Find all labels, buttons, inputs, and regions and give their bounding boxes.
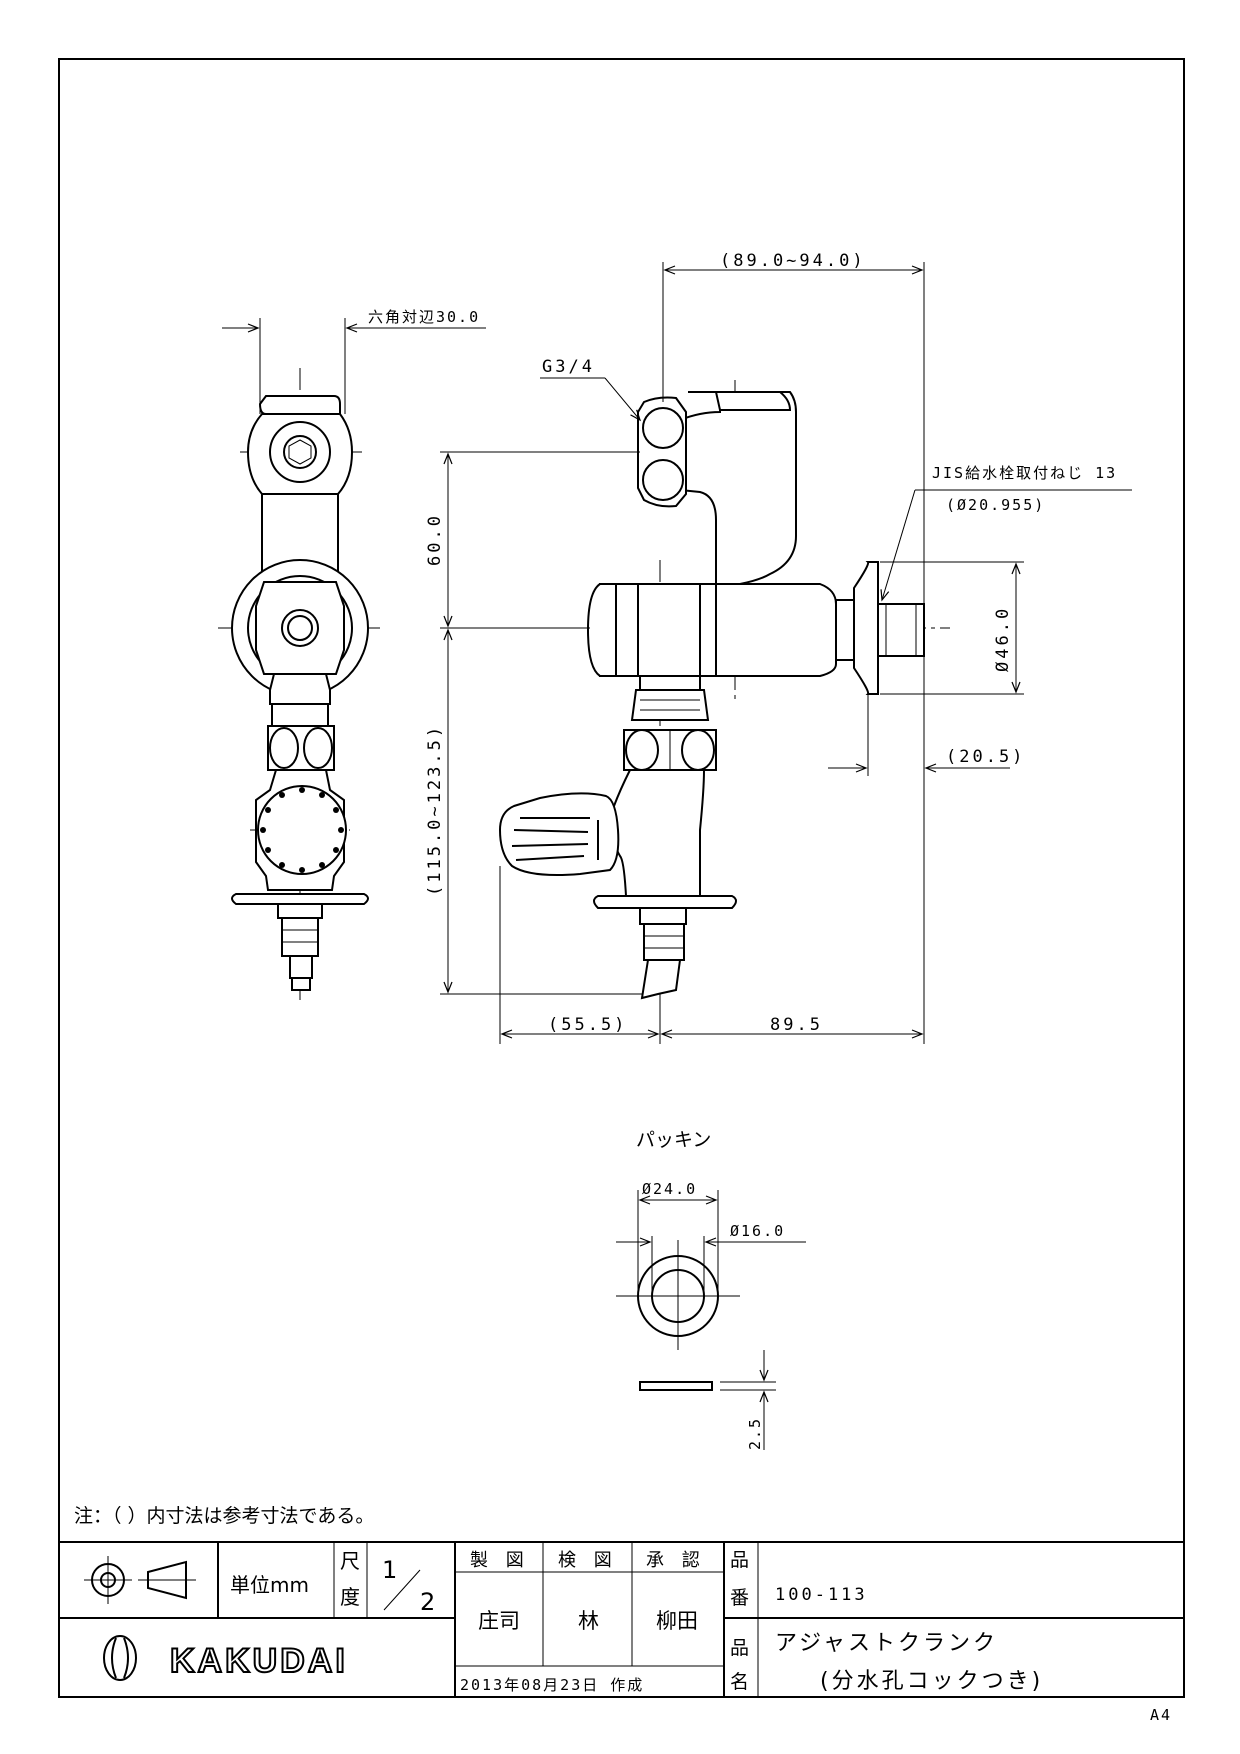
part-number: 100-113 [775, 1585, 868, 1605]
drawn-header: 製 図 [470, 1550, 530, 1571]
product-name-1: アジャストクランク [775, 1631, 998, 1656]
checked-by: 林 [578, 1609, 599, 1633]
reference-note: 注：（ ）内寸法は参考寸法である。 [74, 1505, 374, 1527]
name-label-1: 品 [730, 1637, 749, 1659]
title-block: 単位mm 尺 度 1 2 製 図 検 図 承 認 庄司 林 柳田 2013年08… [58, 1541, 1185, 1698]
name-label-2: 名 [730, 1671, 749, 1693]
projection-symbol-icon [84, 1556, 196, 1604]
part-no-label-1: 品 [730, 1549, 749, 1571]
packing-outer-dim: Ø24.0 [642, 1180, 697, 1198]
right-extent-dim: 89.5 [770, 1015, 823, 1035]
hex-flats-dim: 六角対辺30.0 [368, 308, 480, 326]
part-no-label-2: 番 [730, 1587, 749, 1609]
side-view: 六角対辺30.0 [218, 308, 486, 1000]
kakudai-logo: KAKUDAI [103, 1635, 348, 1681]
approved-header: 承 認 [646, 1550, 706, 1571]
inlet-thread-dim: G3/4 [542, 357, 595, 377]
flange-dia-dim: Ø46.0 [993, 606, 1013, 672]
packing-thickness-dim: 2.5 [746, 1417, 764, 1450]
protrusion-dim: (20.5) [946, 747, 1025, 767]
unit-label: 単位mm [230, 1573, 309, 1597]
drawing-border [58, 58, 1185, 1698]
height-range-dim: (115.0~123.5) [425, 724, 445, 896]
scale-label-1: 尺 [340, 1549, 360, 1573]
front-view: (89.0~94.0) G3/4 JIS給水栓取付ねじ 13 (Ø20.955)… [425, 251, 1132, 1044]
approved-by: 柳田 [656, 1609, 698, 1633]
packing-title: パッキン [636, 1129, 711, 1151]
scale-label-2: 度 [340, 1585, 360, 1609]
scale-numerator: 1 [382, 1556, 397, 1584]
drawn-by: 庄司 [478, 1609, 520, 1633]
jis-thread-dim-1: JIS給水栓取付ねじ 13 [932, 464, 1117, 482]
scale-denominator: 2 [420, 1588, 435, 1616]
packing-detail: パッキン Ø24.0 Ø16.0 2.5 [616, 1129, 806, 1450]
product-name-2: (分水孔コックつき) [820, 1669, 1043, 1694]
jis-thread-dim-2: (Ø20.955) [946, 496, 1045, 514]
packing-inner-dim: Ø16.0 [730, 1222, 785, 1240]
drawing-date: 2013年08月23日 作成 [460, 1676, 644, 1694]
overall-width-dim: (89.0~94.0) [720, 251, 866, 271]
left-extent-dim: (55.5) [548, 1015, 627, 1035]
checked-header: 検 図 [558, 1550, 618, 1571]
brand-name: KAKUDAI [170, 1642, 348, 1680]
paper-size: A4 [1150, 1706, 1172, 1724]
height-60-dim: 60.0 [425, 513, 445, 566]
